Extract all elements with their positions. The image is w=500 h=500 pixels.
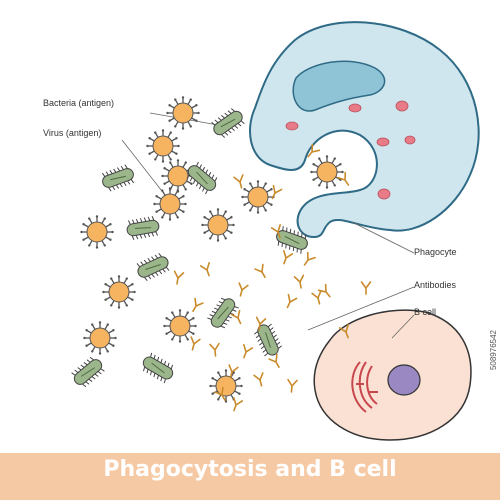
phagocyte-nucleus [292, 60, 386, 112]
virus-icon [146, 129, 180, 163]
antibody-icon [199, 262, 210, 277]
b-cell [313, 309, 472, 441]
antibody-group [173, 143, 372, 412]
phagocyte [249, 21, 480, 239]
bacterium-icon [207, 297, 239, 329]
antibody-icon [243, 344, 254, 359]
antibody-icon [190, 336, 201, 351]
virus-icon [166, 96, 200, 130]
antibody-icon [287, 378, 298, 393]
virus-icon [163, 309, 197, 343]
granule [376, 137, 390, 147]
b-cell-nucleus [387, 364, 421, 396]
antibody-icon [286, 293, 298, 309]
phagocyte-body [249, 21, 480, 239]
diagram-title: Phagocytosis and B cell [103, 457, 397, 482]
bacteria-label: Bacteria (antigen) [43, 98, 115, 108]
granule [348, 103, 362, 113]
antibody-icon [271, 184, 283, 200]
antibody-icon [254, 263, 266, 278]
bacterium-icon [253, 323, 283, 357]
granule [395, 100, 409, 112]
antibody-icon [360, 281, 372, 295]
virus-icon [80, 215, 114, 249]
virus-label: Virus (antigen) [43, 128, 102, 138]
antibody-icon [270, 224, 281, 239]
b-cell-label: B cell [414, 307, 437, 317]
virus-icon [161, 159, 195, 193]
antibody-icon [293, 274, 305, 289]
antibody-icon [337, 171, 350, 186]
virus-icon [209, 369, 243, 403]
granule [285, 121, 299, 131]
endoplasmic-reticulum [351, 361, 378, 413]
antibodies-label: Antibodies [414, 280, 457, 290]
bacterium-icon [211, 108, 245, 138]
bacterium-icon [126, 216, 160, 240]
virus-icon [83, 321, 117, 355]
antibody-icon [317, 283, 331, 298]
antibody-icon [173, 270, 185, 285]
antibody-icon [253, 372, 264, 387]
granule [377, 188, 391, 200]
antibody-icon [233, 174, 244, 189]
bacterium-icon [71, 356, 105, 388]
antibody-icon [238, 282, 249, 297]
antibody-icon [192, 297, 204, 312]
granule [404, 135, 416, 145]
virus-icon [241, 180, 275, 214]
antibody-icon [283, 250, 294, 265]
phagocyte-label: Phagocyte [414, 247, 457, 257]
antibody-icon [338, 324, 349, 339]
antibody-icon [303, 251, 316, 266]
bacterium-icon [101, 164, 135, 192]
antibody-icon [230, 309, 242, 325]
bacterium-icon [142, 352, 174, 384]
antibody-icon [228, 364, 239, 379]
bacterium-icon [276, 226, 308, 254]
virus-icon [102, 275, 136, 309]
title-banner [0, 453, 500, 500]
virus-icon [310, 155, 344, 189]
virus-group [80, 96, 344, 403]
bacterium-icon [136, 252, 170, 282]
bacteria-group [71, 108, 308, 388]
antibody-icon [268, 353, 280, 368]
antibody-icon [307, 143, 321, 158]
bacterium-icon [186, 161, 218, 195]
antibody-icon [214, 386, 226, 401]
antibody-icon [311, 290, 322, 305]
antibody-icon [233, 397, 244, 412]
antibody-icon [209, 342, 220, 357]
virus-icon [201, 208, 235, 242]
antibody-icon [255, 316, 267, 331]
virus-icon [153, 187, 187, 221]
stock-id: 508976542 [489, 330, 498, 371]
